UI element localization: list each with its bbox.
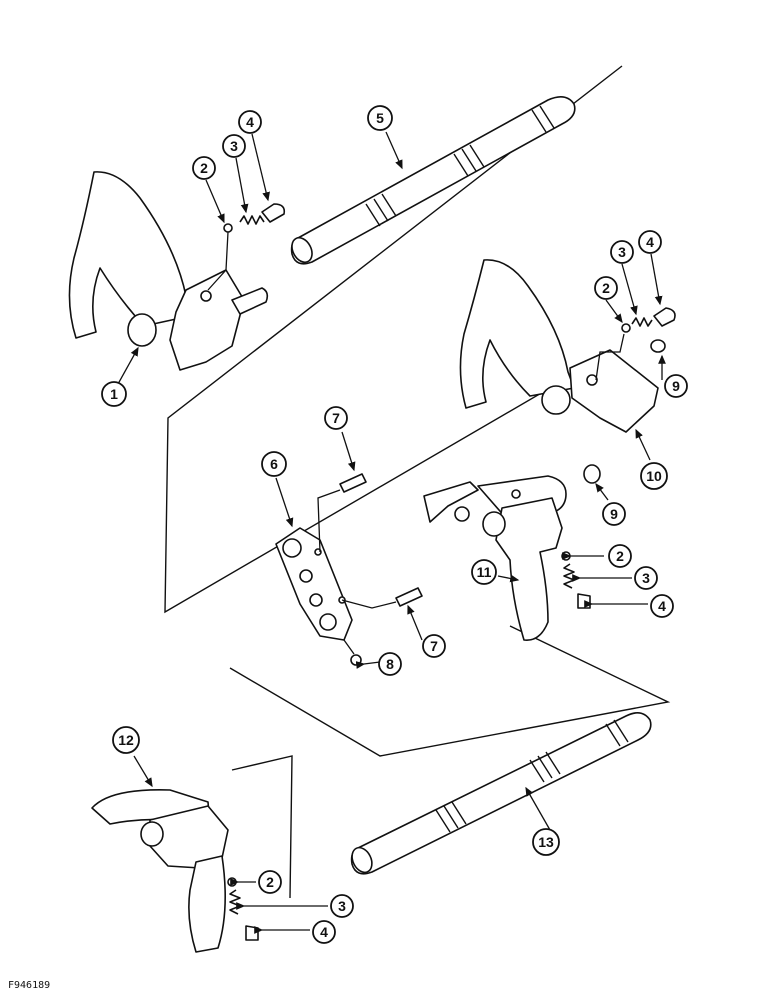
callout-2d: 2	[258, 870, 282, 894]
svg-text:2: 2	[616, 548, 624, 564]
svg-text:3: 3	[642, 570, 650, 586]
callout-4b: 4	[638, 230, 662, 254]
interlock-plate-6	[275, 527, 353, 641]
callout-4d: 4	[312, 920, 336, 944]
plug-4c	[577, 593, 591, 609]
callout-10: 10	[640, 462, 668, 490]
assembly-outline-bottom	[231, 755, 293, 899]
svg-text:9: 9	[610, 506, 618, 522]
shift-fork-1	[68, 171, 269, 371]
shift-rail-lower	[350, 712, 652, 875]
callout-1: 1	[101, 381, 127, 407]
shift-fork-11	[423, 475, 567, 641]
svg-text:2: 2	[200, 160, 208, 176]
svg-text:1: 1	[110, 386, 118, 402]
svg-text:8: 8	[386, 656, 394, 672]
svg-text:5: 5	[376, 110, 384, 126]
svg-text:7: 7	[430, 638, 438, 654]
callout-9a: 9	[664, 374, 688, 398]
callout-3a: 3	[222, 134, 246, 158]
snap-ring-9b	[583, 464, 601, 484]
spring-3b	[631, 317, 653, 327]
svg-text:4: 4	[646, 234, 654, 250]
detent-ball-2c	[561, 551, 571, 561]
callout-13: 13	[532, 828, 560, 856]
svg-text:4: 4	[246, 114, 254, 130]
snap-ring-9a	[650, 339, 666, 353]
callout-6: 6	[261, 451, 287, 477]
leader-ball-8	[343, 639, 355, 655]
svg-text:7: 7	[332, 410, 340, 426]
callout-9b: 9	[602, 502, 626, 526]
plug-4d	[245, 925, 259, 941]
shift-rail-upper	[290, 96, 576, 265]
detent-ball-2d	[227, 877, 237, 887]
assembly-outline-upper	[164, 65, 623, 614]
callout-8: 8	[378, 652, 402, 676]
detent-ball-2b	[621, 323, 631, 333]
leader-fork10	[595, 333, 625, 381]
callout-leaders	[117, 131, 666, 934]
pin-7-lower	[341, 587, 423, 609]
callout-3d: 3	[330, 894, 354, 918]
shift-fork-12	[91, 789, 229, 953]
svg-text:9: 9	[672, 378, 680, 394]
callout-4a: 4	[238, 110, 262, 134]
svg-text:11: 11	[477, 564, 492, 580]
svg-text:4: 4	[320, 924, 328, 940]
callout-2c: 2	[608, 544, 632, 568]
svg-text:4: 4	[658, 598, 666, 614]
spring-3d	[229, 889, 241, 915]
svg-text:13: 13	[538, 834, 554, 850]
svg-text:12: 12	[118, 732, 134, 748]
svg-text:6: 6	[270, 456, 278, 472]
callout-2b: 2	[594, 276, 618, 300]
callout-11: 11	[471, 559, 497, 585]
callout-5: 5	[367, 105, 393, 131]
detent-ball-2a	[223, 223, 233, 233]
callout-4c: 4	[650, 594, 674, 618]
leader-plug-a	[207, 231, 229, 291]
spring-3c	[563, 563, 575, 589]
callout-3b: 3	[610, 240, 634, 264]
shift-fork-10	[459, 259, 659, 433]
callout-7b: 7	[422, 634, 446, 658]
plug-4a	[261, 203, 286, 223]
callout-2a: 2	[192, 156, 216, 180]
spring-3a	[239, 215, 265, 225]
plug-4b	[653, 307, 676, 327]
svg-text:10: 10	[646, 468, 662, 484]
svg-text:3: 3	[230, 138, 238, 154]
svg-text:3: 3	[338, 898, 346, 914]
figure-id: F946189	[8, 980, 50, 991]
assembly-outline-lower	[229, 625, 671, 757]
callout-7a: 7	[324, 406, 348, 430]
svg-text:3: 3	[618, 244, 626, 260]
svg-text:2: 2	[602, 280, 610, 296]
svg-text:2: 2	[266, 874, 274, 890]
callout-12: 12	[112, 726, 140, 754]
pin-7-upper	[317, 473, 367, 553]
detent-ball-8	[350, 654, 362, 666]
callout-3c: 3	[634, 566, 658, 590]
